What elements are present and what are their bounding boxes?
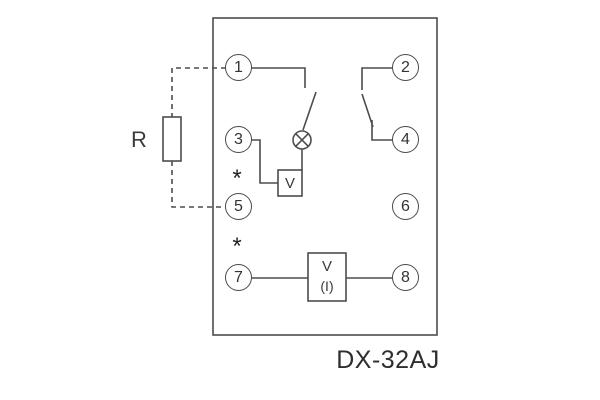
wire-terminal1 (252, 67, 306, 88)
terminal-1: 1 (225, 54, 252, 81)
terminal-2: 2 (392, 54, 419, 81)
wire-terminal2 (361, 67, 393, 90)
voltage-box-label: V (284, 175, 295, 192)
asterisk-marker-bottom: * (232, 233, 242, 260)
resistor-label: R (131, 127, 147, 152)
model-label: DX-32AJ (336, 346, 440, 374)
meter-box-label-i: (I) (320, 278, 334, 294)
terminal-3: 3 (225, 126, 252, 153)
terminal-6: 6 (392, 193, 419, 220)
switch-blade-right (361, 93, 374, 128)
voltage-box-outline (277, 169, 303, 197)
terminal-4: 4 (392, 126, 419, 153)
wire-terminal4 (371, 120, 393, 141)
switch-blade-left (302, 91, 317, 131)
resistor-connection-dashed (171, 67, 226, 208)
meter-box-outline (307, 252, 347, 302)
lamp-icon (292, 130, 312, 150)
enclosure-outline (212, 17, 438, 336)
terminal-8: 8 (392, 264, 419, 291)
resistor-symbol (162, 116, 182, 162)
meter-box-label-v: V (321, 258, 332, 275)
terminal-5: 5 (225, 193, 252, 220)
wire-terminal3 (252, 139, 278, 184)
terminal-7: 7 (225, 264, 252, 291)
asterisk-marker-top: * (232, 165, 242, 192)
